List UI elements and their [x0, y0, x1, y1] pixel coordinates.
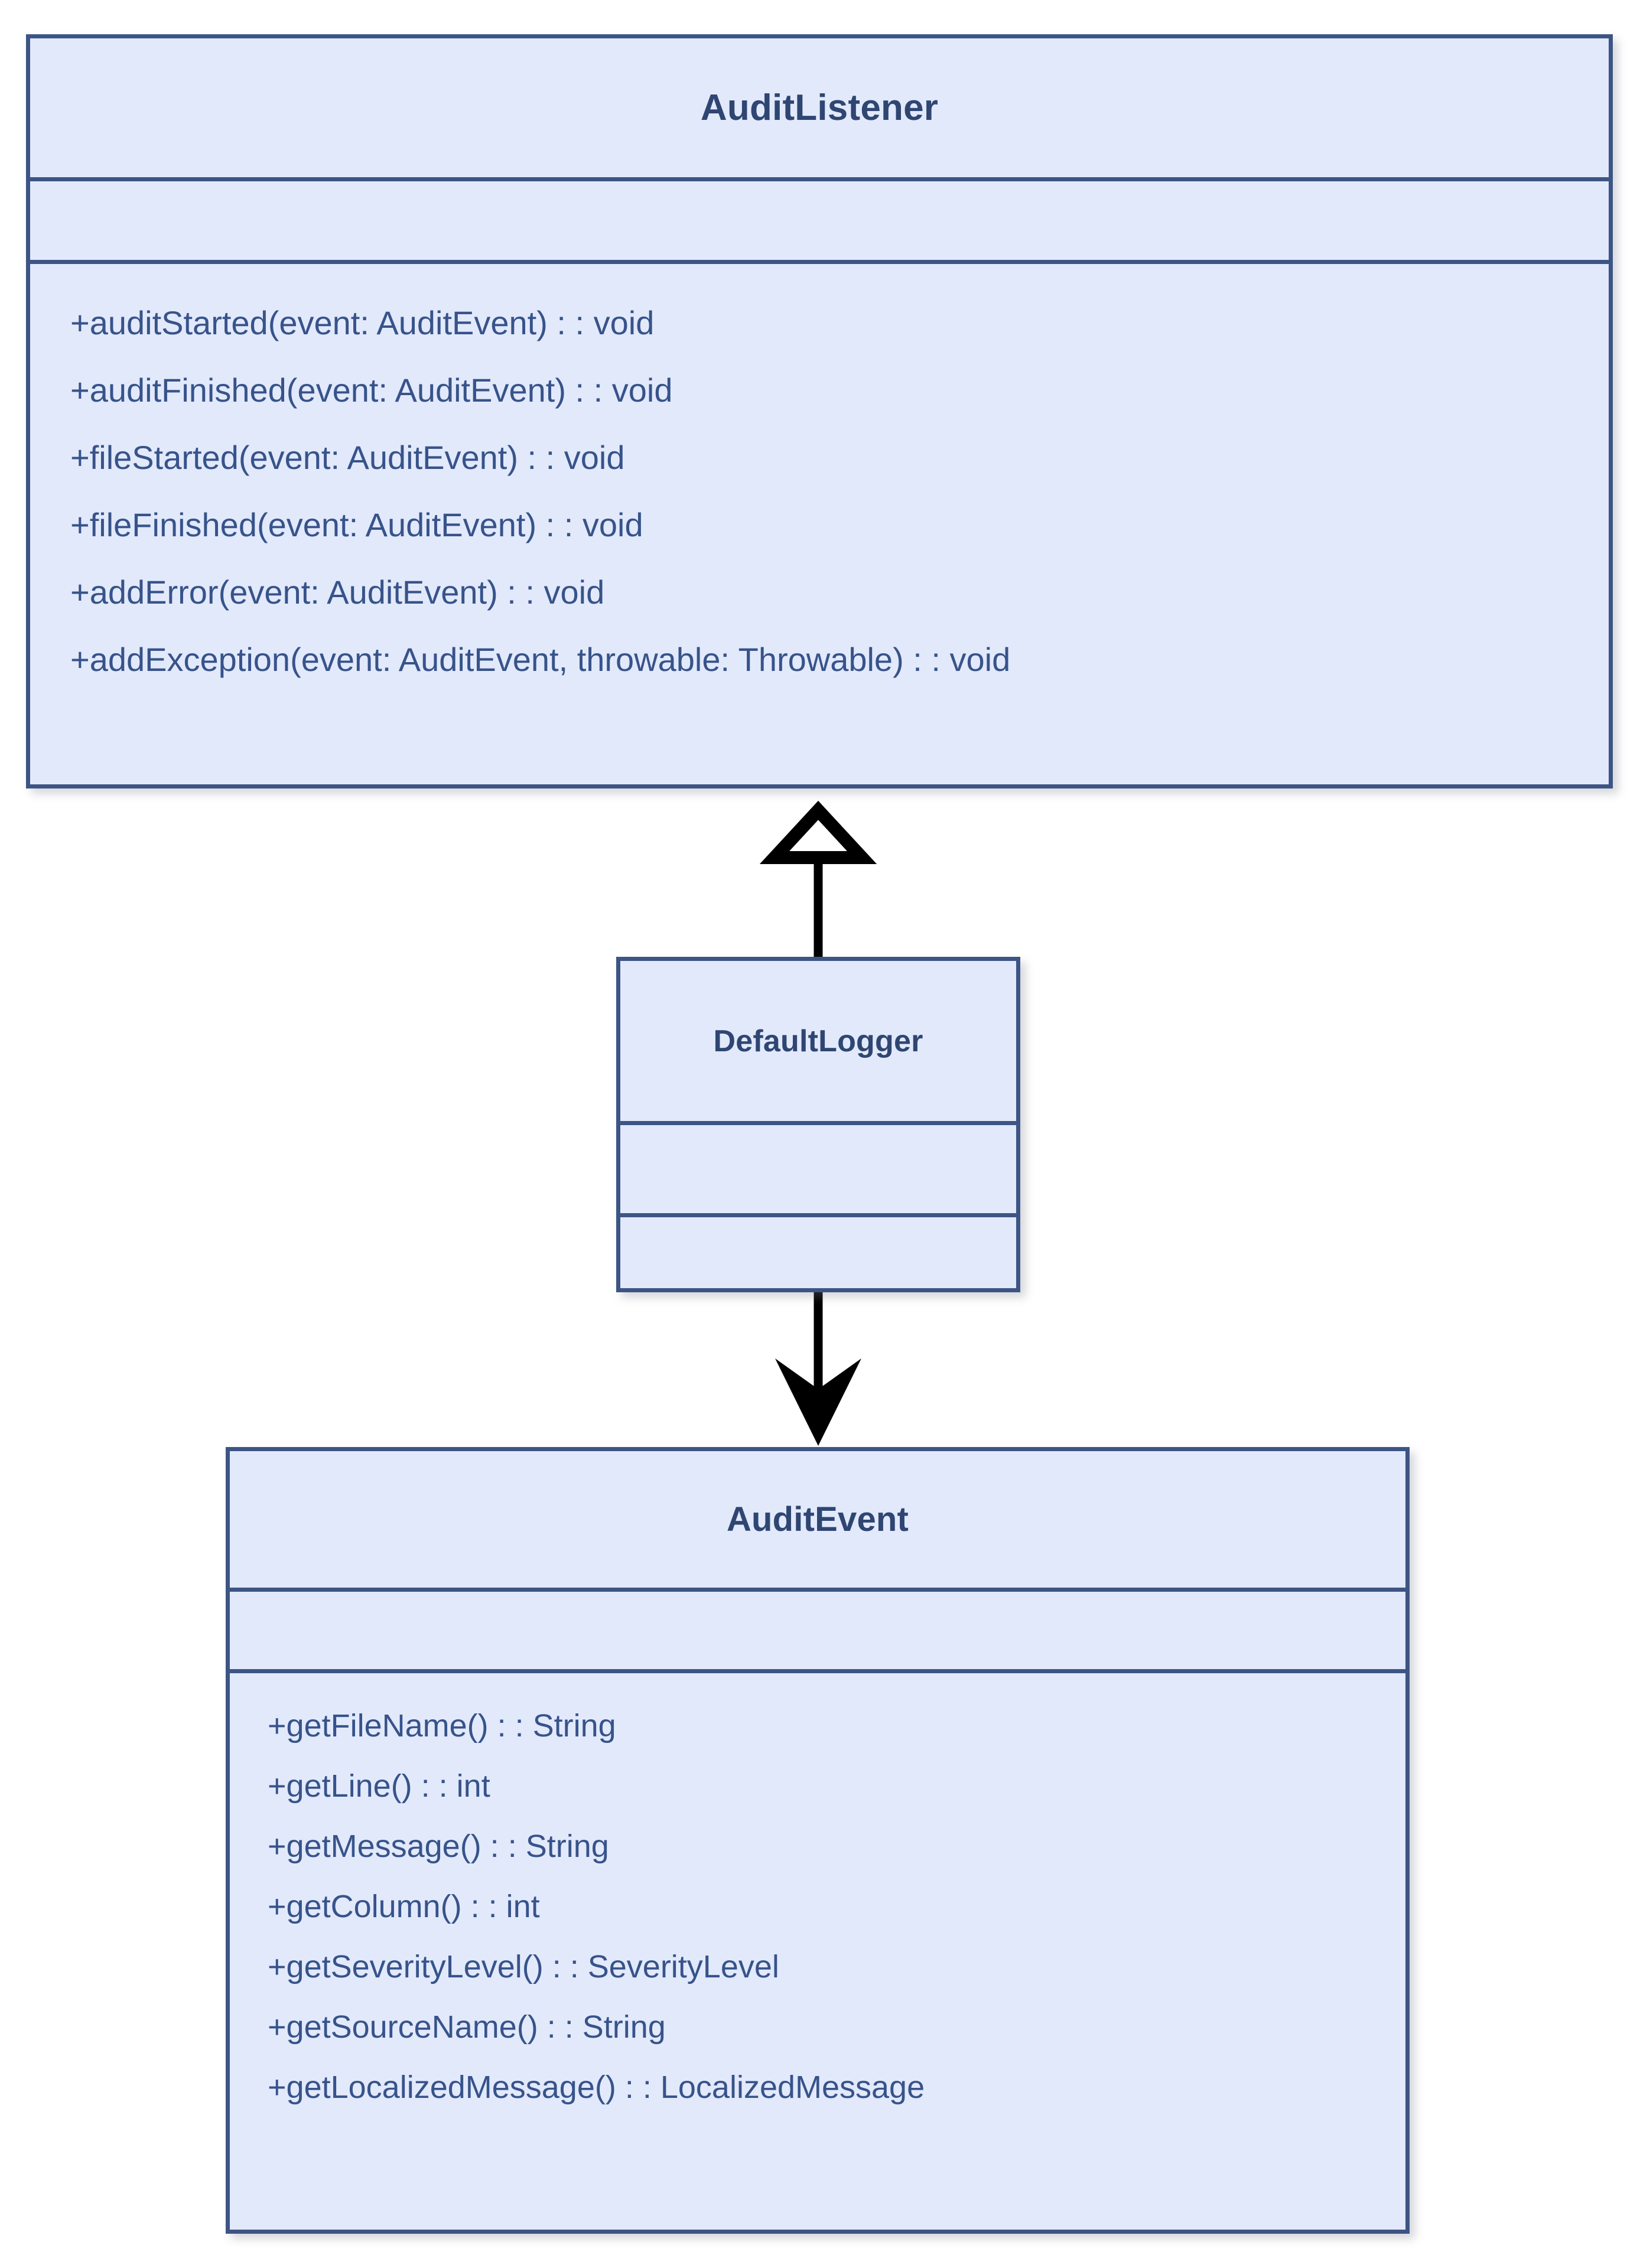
class-method-item: +auditStarted(event: AuditEvent) : : voi… [70, 304, 655, 341]
class-name-label: AuditEvent [726, 1500, 909, 1539]
class-method-item: +getFileName() : : String [268, 1708, 616, 1744]
class-methods-compartment: +getFileName() : : String +getLine() : :… [230, 1673, 1405, 2230]
class-method-item: +addException(event: AuditEvent, throwab… [70, 641, 1011, 678]
class-method-item: +getColumn() : : int [268, 1889, 540, 1924]
uml-class-audit-listener[interactable]: AuditListener +auditStarted(event: Audit… [26, 34, 1613, 788]
class-method-item: +fileFinished(event: AuditEvent) : : voi… [70, 506, 643, 543]
class-attributes-compartment [230, 1592, 1405, 1673]
class-attributes-compartment [30, 181, 1609, 264]
class-title-compartment: DefaultLogger [620, 961, 1016, 1125]
hollow-triangle-arrowhead-icon [759, 800, 877, 864]
class-name-label: AuditListener [700, 87, 939, 128]
class-methods-compartment [620, 1217, 1016, 1288]
class-method-item: +getMessage() : : String [268, 1829, 609, 1864]
class-method-item: +auditFinished(event: AuditEvent) : : vo… [70, 372, 673, 409]
class-method-item: +fileStarted(event: AuditEvent) : : void [70, 439, 625, 476]
class-attributes-compartment [620, 1125, 1016, 1217]
class-methods-compartment: +auditStarted(event: AuditEvent) : : voi… [30, 264, 1609, 784]
class-method-item: +getSourceName() : : String [268, 2009, 666, 2045]
association-arrow-to-audit-event [775, 1292, 861, 1446]
uml-class-audit-event[interactable]: AuditEvent +getFileName() : : String +ge… [226, 1447, 1410, 2234]
class-method-item: +getLocalizedMessage() : : LocalizedMess… [268, 2070, 925, 2105]
class-title-compartment: AuditEvent [230, 1451, 1405, 1592]
class-method-item: +addError(event: AuditEvent) : : void [70, 573, 605, 611]
generalization-arrow-to-audit-listener [759, 800, 877, 957]
class-title-compartment: AuditListener [30, 38, 1609, 181]
class-method-item: +getLine() : : int [268, 1768, 490, 1804]
uml-class-default-logger[interactable]: DefaultLogger [616, 957, 1020, 1292]
solid-arrowhead-icon [775, 1358, 861, 1446]
class-name-label: DefaultLogger [713, 1024, 923, 1058]
class-method-item: +getSeverityLevel() : : SeverityLevel [268, 1949, 779, 1984]
